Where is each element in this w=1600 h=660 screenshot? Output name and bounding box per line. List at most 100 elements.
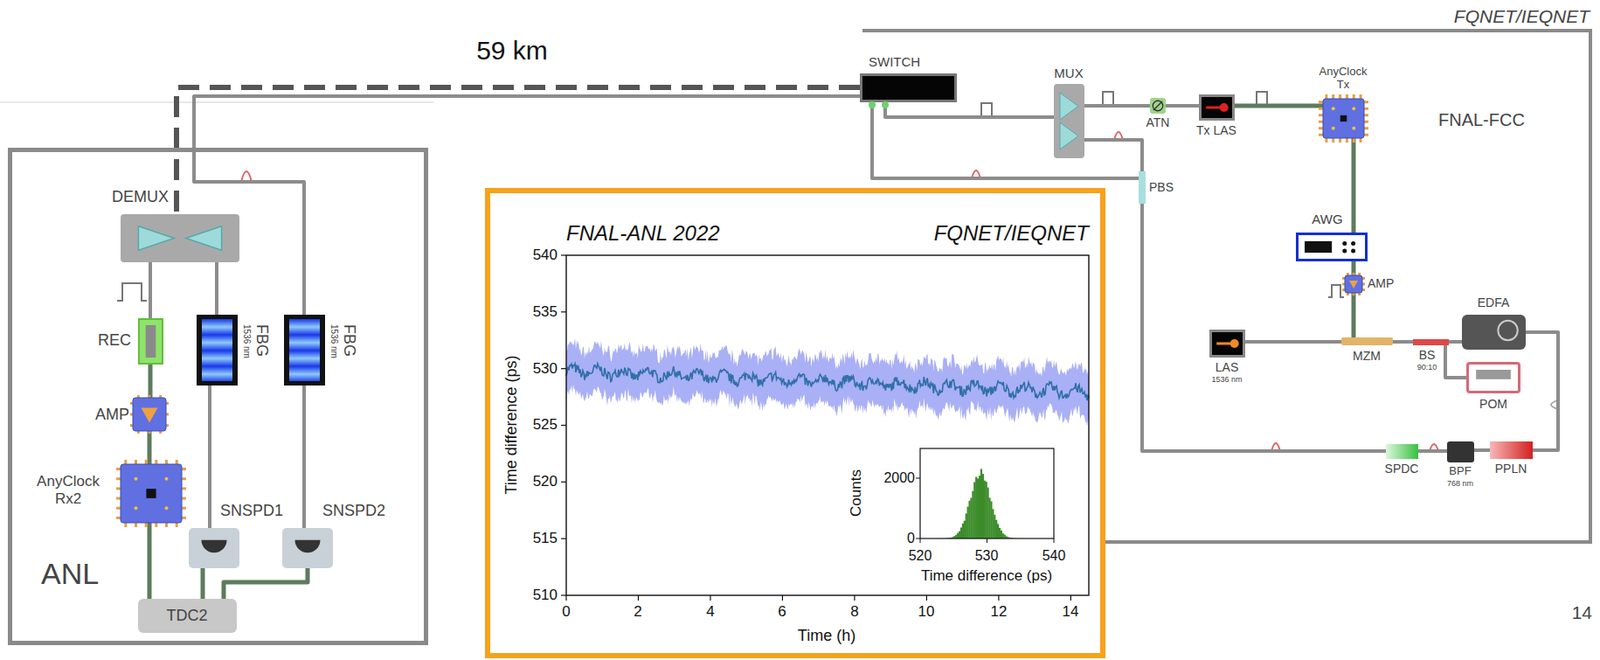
bandpass-filter: BPF768 nm: [1447, 441, 1475, 463]
fiber-bragg-grating: FBG1536 nm: [283, 314, 326, 386]
optical-fiber: [1448, 339, 1462, 344]
pulse-icon: [976, 103, 997, 118]
snspd-detector: SNSPD1: [188, 527, 240, 568]
electrical-wire: [1234, 103, 1323, 109]
optical-fiber: [885, 102, 1054, 118]
inset-axis-title: Time difference (ps): [921, 567, 1053, 585]
histogram-bar: [982, 473, 984, 539]
fiber-bragg-grating: FBG1536 nm: [196, 314, 238, 386]
slide-rule: [0, 102, 434, 104]
histogram-bar: [976, 477, 979, 539]
chart-title: FQNET/IEQNET: [934, 221, 1089, 246]
component-symbol: [282, 527, 333, 568]
histogram-bar: [993, 514, 996, 539]
histogram-bar: [1002, 533, 1005, 539]
pulse-icon: [117, 283, 147, 301]
histogram-bar: [991, 508, 994, 539]
inset-tick: 540: [1042, 547, 1067, 564]
node-label: DEMUX: [111, 187, 169, 207]
electrical-wire: [1351, 261, 1357, 276]
electrical-wire: [148, 364, 153, 398]
histogram-bar: [985, 481, 988, 539]
node-label: SPDC: [1385, 461, 1420, 476]
distance-label: 59 km: [476, 35, 548, 67]
node-label: LAS: [1215, 360, 1239, 375]
component-symbol: [1209, 329, 1246, 358]
node-label: AWG: [1311, 211, 1343, 227]
node-label: ANL: [41, 556, 99, 591]
time-to-digital-converter: TDC2: [138, 598, 237, 633]
node-label: SNSPD1: [220, 501, 284, 520]
node-label: 768 nm: [1447, 478, 1474, 488]
node-label: PPLN: [1495, 461, 1528, 476]
histogram-bar: [969, 497, 972, 539]
axis-title: Time (h): [797, 626, 856, 645]
axis-tick: 14: [1062, 602, 1080, 621]
axis-title: Time difference (ps): [502, 354, 521, 494]
optical-fiber: [214, 262, 219, 315]
axis-tick: 6: [777, 602, 786, 621]
axis-tick: 540: [533, 246, 558, 264]
optical-switch: SWITCH: [859, 73, 957, 103]
axis-tick: 8: [850, 602, 859, 621]
axis-tick: 525: [533, 415, 558, 434]
node-label: MZM: [1352, 348, 1381, 363]
chart-panel: FNAL-ANL 2022FQNET/IEQNET: [484, 187, 1106, 659]
optical-fiber: [872, 102, 1139, 179]
node-label: Tx LAS: [1196, 123, 1237, 138]
node-label: FQNET/IEQNET: [1454, 6, 1590, 28]
electrical-wire: [1351, 292, 1357, 338]
node-label: FBG: [339, 324, 359, 357]
inset-axis-title: Counts: [847, 469, 866, 517]
optical-fiber: [1084, 139, 1143, 172]
node-label: AMP: [1367, 276, 1394, 291]
component-symbol: [138, 318, 164, 365]
optical-fiber: [148, 262, 153, 319]
histogram-bar: [967, 506, 970, 539]
polarizing-beam-splitter: PBS: [1138, 171, 1146, 204]
axis-tick: 2: [633, 602, 642, 621]
inset-tick: 0: [907, 530, 915, 547]
node-label: BS: [1419, 347, 1436, 362]
histogram-bar: [965, 512, 968, 539]
histogram-bar: [958, 531, 961, 539]
optical-fiber: [1445, 345, 1467, 378]
histogram-bar: [1000, 530, 1003, 539]
histogram-bar: [983, 480, 986, 539]
optical-fiber: [207, 385, 212, 528]
histogram-bar: [971, 491, 974, 539]
component-symbol: [1053, 83, 1085, 159]
histogram-bar: [968, 500, 970, 539]
snspd-detector: SNSPD2: [282, 527, 333, 568]
node-label: SWITCH: [868, 54, 921, 70]
histogram-bar: [987, 487, 990, 539]
node-label: 1536 nm: [329, 324, 340, 359]
optical-fiber: [1525, 332, 1559, 451]
component-symbol: [120, 214, 240, 263]
inset-frame: [920, 448, 1054, 539]
cw-laser: LAS1536 nm: [1209, 329, 1246, 358]
error-band: [566, 338, 1089, 427]
inset-tick: 520: [908, 547, 933, 564]
pulse-icon: [1099, 91, 1117, 106]
component-symbol: [1295, 232, 1368, 262]
histogram-bar: [960, 526, 963, 539]
component-symbol: [1461, 314, 1526, 350]
optical-fiber: [302, 385, 306, 528]
component-symbol: [1344, 275, 1363, 293]
power-meter: POM: [1466, 361, 1521, 394]
axis-tick: 510: [533, 586, 558, 604]
component-symbol: [188, 527, 240, 568]
histogram-bar: [955, 534, 957, 539]
histogram-bar: [988, 498, 991, 539]
node-label: MUX: [1053, 65, 1083, 81]
histogram-bar: [990, 500, 992, 539]
axis-tick: 4: [706, 602, 714, 621]
histogram-bar: [975, 476, 977, 539]
multiplexer: MUX: [1053, 83, 1085, 159]
electrical-wire: [223, 567, 308, 599]
component-symbol: [132, 397, 167, 431]
node-label: BPF: [1448, 464, 1471, 478]
component-symbol: [1198, 94, 1235, 121]
axis-tick: 12: [990, 602, 1008, 621]
